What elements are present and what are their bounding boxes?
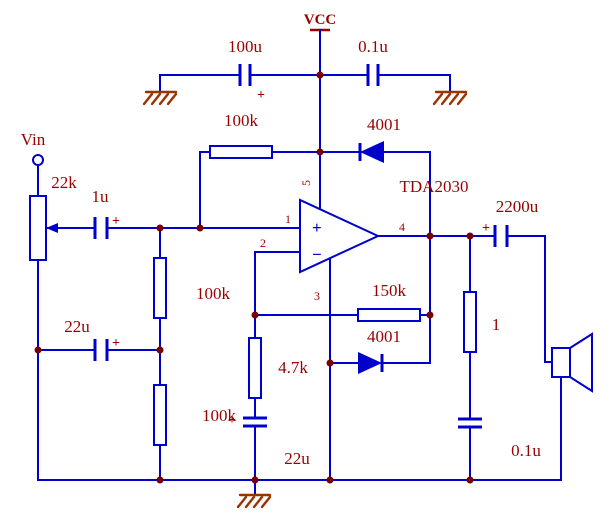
zobel-resistor-label: 1	[492, 315, 501, 334]
protection-diode-bottom	[358, 352, 384, 374]
diode-bottom-label: 4001	[367, 327, 401, 346]
supply-cap-01u	[366, 64, 380, 86]
opamp-part-label: TDA2030	[400, 177, 469, 196]
diode-top-label: 4001	[367, 115, 401, 134]
polarity-gain-cap: +	[228, 413, 236, 428]
polarity-bias-cap: +	[112, 336, 120, 351]
volume-pot	[29, 195, 58, 261]
opamp-minus-sign: −	[312, 245, 322, 264]
ground-symbol-top-right	[432, 90, 468, 106]
vcc-label: VCC	[304, 12, 337, 28]
bias-resistor-mid-label: 100k	[196, 284, 231, 303]
input-terminal	[32, 154, 44, 166]
protection-diode-top	[358, 141, 384, 163]
bias-resistor-mid	[153, 257, 167, 319]
ground-symbol-bottom	[236, 493, 272, 509]
bias-resistor-bottom-label: 100k	[202, 406, 237, 425]
pin-3-label: 3	[314, 289, 320, 303]
junction-dots	[34, 71, 474, 484]
supply-cap-100u-label: 100u	[228, 37, 263, 56]
pin-5-label: 5	[299, 180, 313, 186]
polarity-supply-cap: +	[257, 88, 265, 103]
bias-cap-label: 22u	[64, 317, 90, 336]
opamp-plus-sign: +	[312, 218, 322, 237]
vin-label: Vin	[21, 130, 46, 149]
pin-1-label: 1	[285, 212, 291, 226]
input-cap	[93, 217, 109, 239]
gain-cap	[243, 416, 267, 428]
bias-cap	[93, 339, 109, 361]
pot-label: 22k	[51, 173, 77, 192]
output-cap	[493, 225, 509, 247]
input-cap-label: 1u	[92, 187, 110, 206]
bias-resistor-bottom	[153, 384, 167, 446]
zobel-resistor	[463, 291, 477, 353]
speaker-icon	[551, 332, 593, 393]
polarity-output-cap: +	[482, 221, 490, 236]
feedback-resistor-label: 150k	[372, 281, 407, 300]
opamp-triangle	[299, 198, 381, 274]
pin-4-label: 4	[399, 220, 405, 234]
zobel-cap	[458, 417, 482, 429]
feedback-resistor	[357, 308, 421, 322]
supply-cap-100u	[238, 64, 252, 86]
output-cap-label: 2200u	[496, 197, 539, 216]
polarity-input-cap: +	[112, 214, 120, 229]
ground-symbol-top-left	[142, 90, 178, 106]
bias-resistor-top	[209, 145, 273, 159]
zobel-cap-label: 0.1u	[511, 441, 541, 460]
gain-cap-label: 22u	[284, 449, 310, 468]
pin-2-label: 2	[260, 236, 266, 250]
supply-cap-01u-label: 0.1u	[358, 37, 388, 56]
bias-resistor-top-label: 100k	[224, 111, 259, 130]
gain-resistor	[248, 337, 262, 399]
wires	[37, 28, 562, 496]
gain-resistor-label: 4.7k	[278, 358, 308, 377]
